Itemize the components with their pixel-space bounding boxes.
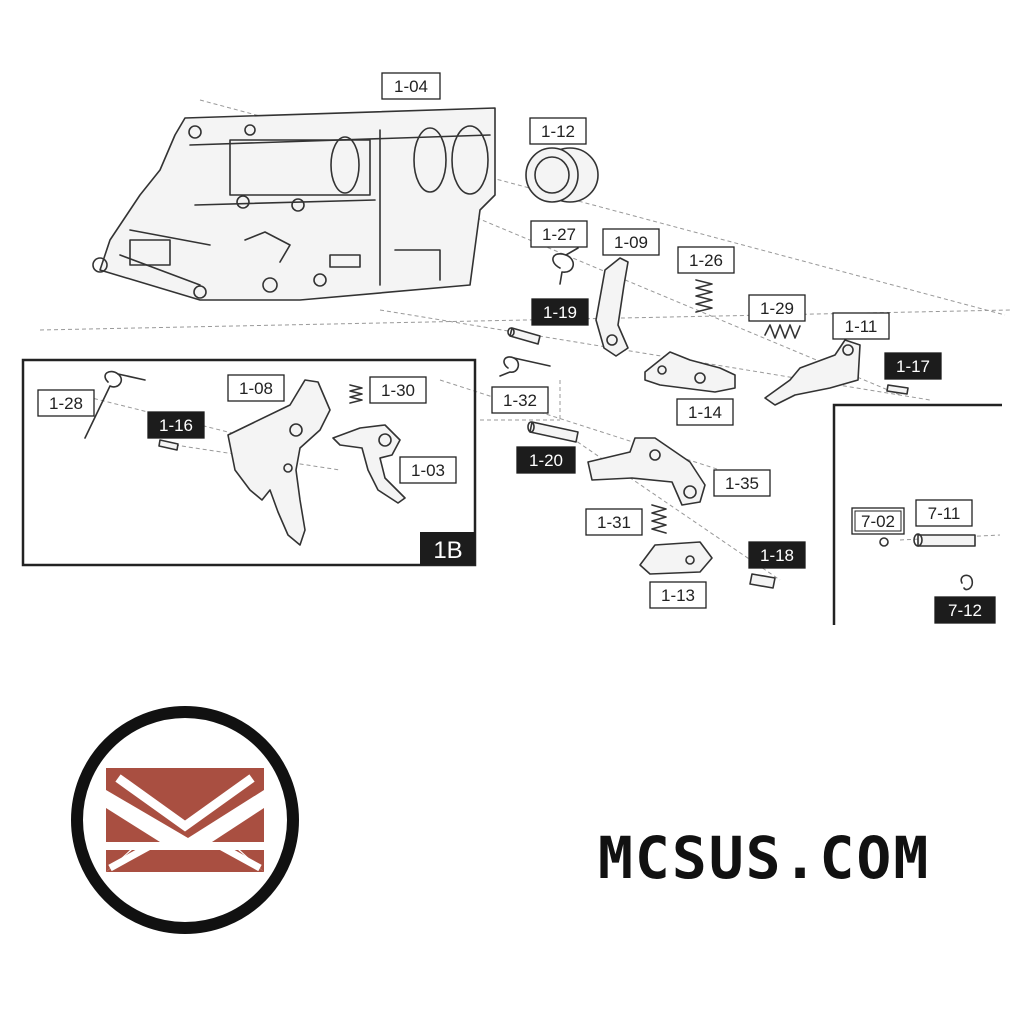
part-label-1-26: 1-26 [689, 251, 723, 270]
part-labels: 1-04 1-12 1-27 1-09 1-26 1-19 1-29 1-11 … [37, 72, 996, 624]
inset-tag-label: 1B [433, 537, 462, 564]
part-label-1-16: 1-16 [159, 416, 193, 435]
part-label-1-11: 1-11 [845, 317, 878, 336]
spring-part-1-26 [695, 279, 713, 313]
pin-part-1-18 [749, 573, 776, 589]
logo-ring [71, 706, 299, 934]
torsion-spring-part [552, 247, 579, 285]
block-part-1-13 [639, 541, 713, 575]
part-label-1-30: 1-30 [381, 381, 415, 400]
spring-part-1-32 [499, 356, 551, 377]
part-label-1-35: 1-35 [725, 474, 759, 493]
leader-line [559, 429, 781, 581]
pin-part-1-17 [886, 384, 909, 395]
part-label-1-27: 1-27 [542, 225, 576, 244]
part-label-1-13: 1-13 [661, 586, 695, 605]
part-label-7-11: 7-11 [928, 504, 961, 523]
part-label-1-04: 1-04 [394, 77, 428, 96]
part-label-7-02: 7-02 [861, 512, 895, 531]
inset-tag [420, 532, 475, 565]
spring-part-1-29 [764, 324, 801, 339]
gearbox-housing [92, 107, 496, 301]
part-label-1-28: 1-28 [49, 394, 83, 413]
leader-line [199, 99, 1006, 316]
part-label-1-20: 1-20 [529, 451, 563, 470]
part-label-1-12: 1-12 [541, 122, 575, 141]
part-label-1-08: 1-08 [239, 379, 273, 398]
part-label-1-14: 1-14 [688, 403, 722, 422]
sear-block-part [644, 351, 736, 393]
brand-logo [71, 706, 299, 934]
spring-part-1-31 [651, 504, 667, 534]
part-label-7-12: 7-12 [948, 601, 982, 620]
trigger-lever-part [595, 257, 629, 357]
bushing-part [525, 147, 599, 203]
part-label-1-29: 1-29 [760, 299, 794, 318]
latch-part-1-11 [764, 339, 861, 406]
pin-part-1-20 [527, 421, 579, 443]
inset-box-1b: 1B [21, 358, 477, 567]
part-label-1-18: 1-18 [760, 546, 794, 565]
lever-part-1-35 [587, 437, 706, 506]
envelope-icon [106, 768, 264, 872]
part-label-1-09: 1-09 [614, 233, 648, 252]
pin-part-1-19 [507, 327, 541, 345]
brand-website-text: MCSUS.COM [598, 824, 931, 892]
part-label-1-19: 1-19 [543, 303, 577, 322]
part-label-1-17: 1-17 [896, 357, 930, 376]
part-label-1-32: 1-32 [503, 391, 537, 410]
part-label-1-31: 1-31 [597, 513, 631, 532]
part-label-1-03: 1-03 [411, 461, 445, 480]
inset-box-right [832, 403, 1002, 625]
